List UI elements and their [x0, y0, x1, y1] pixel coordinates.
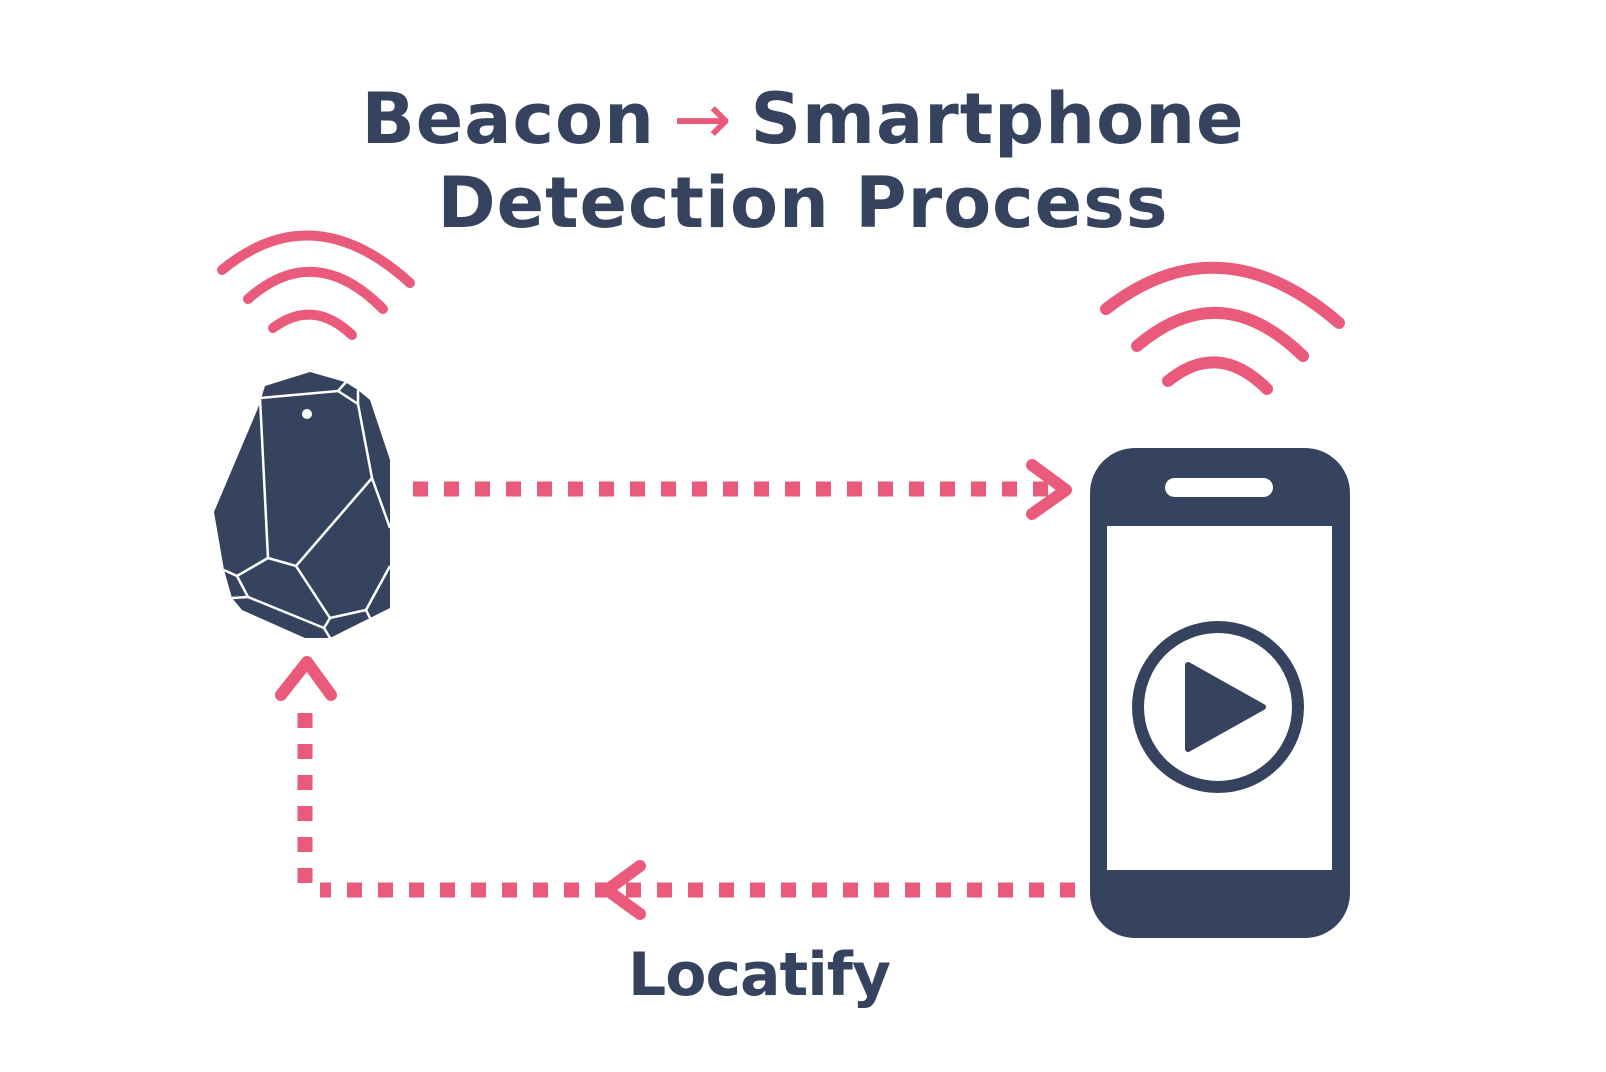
play-circle	[1132, 621, 1304, 793]
arrowhead-up	[275, 656, 337, 701]
play-icon	[1185, 662, 1266, 752]
arrowhead-left	[601, 860, 646, 920]
smartphone-icon	[1090, 448, 1350, 938]
locatify-logo: Locatify	[628, 940, 891, 1010]
flow-arrows	[275, 459, 1075, 920]
title-arrow-icon: →	[672, 78, 733, 160]
signal-arc-outer	[217, 230, 415, 288]
signal-arc-middle	[1131, 306, 1309, 362]
arrowhead-right	[1026, 459, 1072, 520]
signal-arc-middle	[243, 266, 388, 314]
signal-arc-inner	[1162, 356, 1273, 395]
phone-speaker	[1165, 478, 1273, 497]
phone-signal-icon	[1100, 261, 1345, 395]
title-smartphone: Smartphone	[750, 78, 1245, 160]
title-line-1: Beacon→Smartphone	[0, 78, 1606, 160]
beacon-icon	[214, 372, 392, 639]
title-line-2: Detection Process	[437, 162, 1169, 244]
signal-arc-inner	[268, 309, 357, 340]
beacon-signal-icon	[217, 230, 415, 340]
title-beacon: Beacon	[361, 78, 655, 160]
signal-arc-outer	[1100, 261, 1345, 329]
